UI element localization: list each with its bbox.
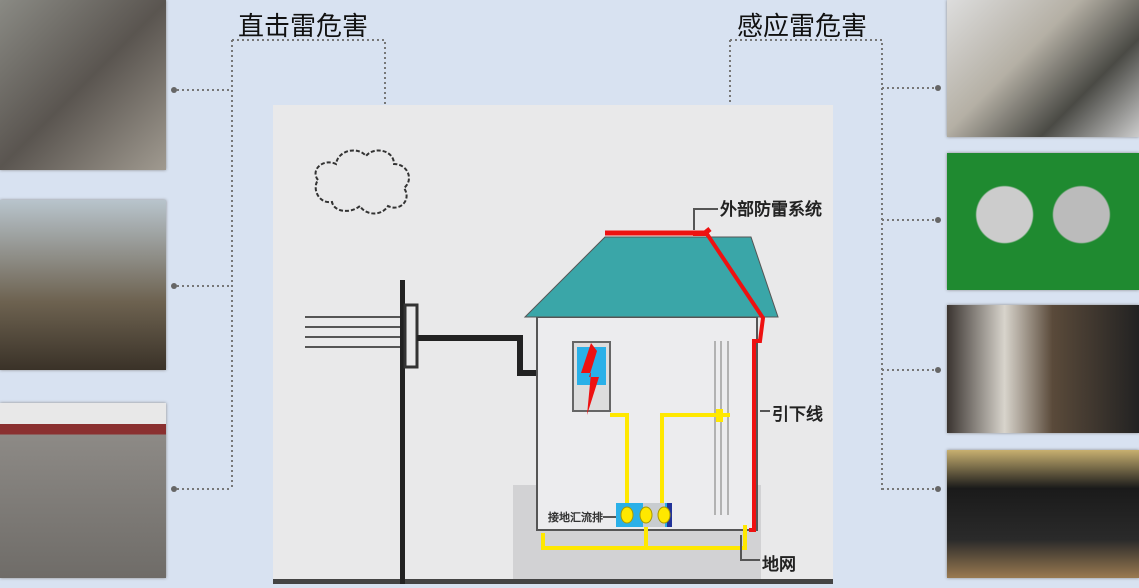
photo-damaged-insulators [0, 200, 166, 370]
photo-burnt-socket [947, 305, 1139, 433]
photo-electrical-panel [947, 0, 1139, 137]
photo-burnt-device [947, 450, 1139, 578]
label-grounding-busbar: 接地汇流排 [548, 511, 603, 524]
photo-damaged-circuit-board [947, 153, 1139, 290]
photo-damaged-meter-box [0, 0, 166, 170]
photo-damaged-building [0, 403, 166, 578]
label-ground-grid: 地网 [762, 555, 796, 575]
title-direct-lightning: 直击雷危害 [238, 12, 369, 42]
label-down-conductor: 引下线 [772, 405, 823, 425]
cloud-icon [314, 149, 410, 215]
label-external-protection: 外部防雷系统 [720, 200, 822, 220]
title-induced-lightning: 感应雷危害 [737, 12, 868, 42]
lightning-protection-diagram: 外部防雷系统 引下线 地网 接地汇流排 [273, 105, 833, 584]
